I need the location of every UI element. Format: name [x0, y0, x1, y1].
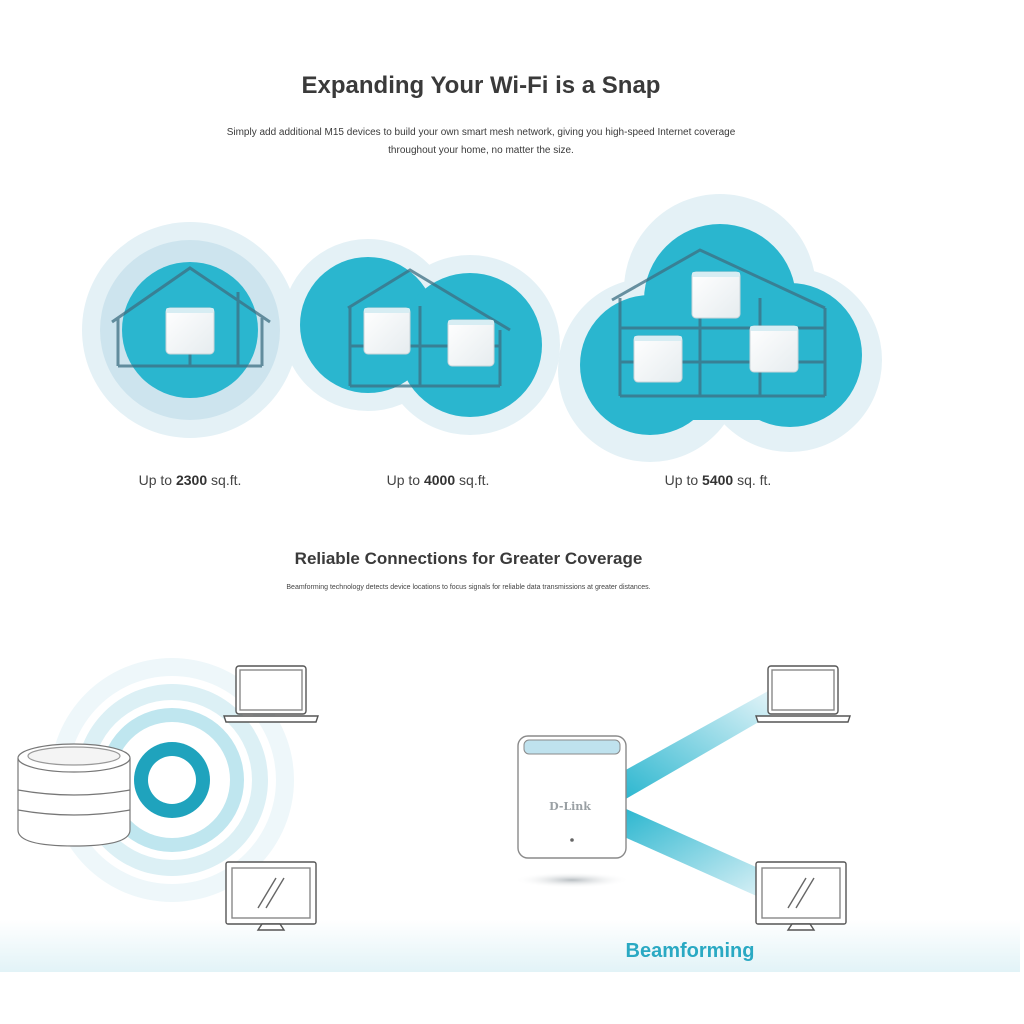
subtitle-line-1: Simply add additional M15 devices to bui…	[226, 127, 736, 138]
coverage-caption-2: Up to 4000 sq.ft.	[348, 472, 528, 488]
caption-prefix: Up to	[664, 472, 703, 488]
beam-lines	[622, 690, 776, 902]
router-icon	[165, 307, 215, 355]
caption-value: 4000	[423, 472, 456, 488]
router-icon	[447, 319, 495, 367]
coverage-caption-3: Up to 5400 sq. ft.	[628, 472, 808, 488]
coverage-medium-house	[282, 239, 560, 435]
beamforming-illustration: D-Link	[17, 658, 851, 931]
monitor-icon	[225, 861, 317, 931]
section-subtitle: Simply add additional M15 devices to bui…	[200, 124, 762, 160]
caption-unit: sq. ft.	[733, 472, 772, 488]
section-subtitle-beamforming: Beamforming technology detects device lo…	[286, 584, 651, 591]
router-icon	[691, 271, 741, 319]
router-icon	[363, 307, 411, 355]
beamforming-label: Beamforming	[625, 940, 755, 962]
router-icon	[17, 743, 131, 847]
coverage-large-house	[558, 194, 882, 462]
caption-unit: sq.ft.	[207, 472, 242, 488]
caption-value: 2300	[175, 472, 208, 488]
caption-value: 5400	[702, 472, 734, 488]
router-brand: D-Link	[549, 800, 591, 813]
coverage-small-house	[82, 222, 298, 438]
section-title-beamforming: Reliable Connections for Greater Coverag…	[294, 549, 643, 568]
subtitle-line-2: throughout your home, no matter the size…	[388, 145, 574, 156]
router-icon	[749, 325, 799, 373]
caption-prefix: Up to	[386, 472, 424, 488]
caption-unit: sq.ft.	[455, 472, 490, 488]
coverage-illustrations	[82, 194, 882, 462]
monitor-icon	[755, 861, 847, 931]
router-icon	[633, 335, 683, 383]
router-icon: D-Link	[517, 735, 627, 859]
page-title: Expanding Your Wi-Fi is a Snap	[301, 72, 661, 99]
laptop-icon	[755, 665, 851, 723]
caption-prefix: Up to	[138, 472, 176, 488]
laptop-icon	[223, 665, 319, 723]
router-shadow	[514, 872, 630, 888]
coverage-caption-1: Up to 2300 sq.ft.	[100, 472, 280, 488]
beamforming-band	[0, 920, 1020, 972]
